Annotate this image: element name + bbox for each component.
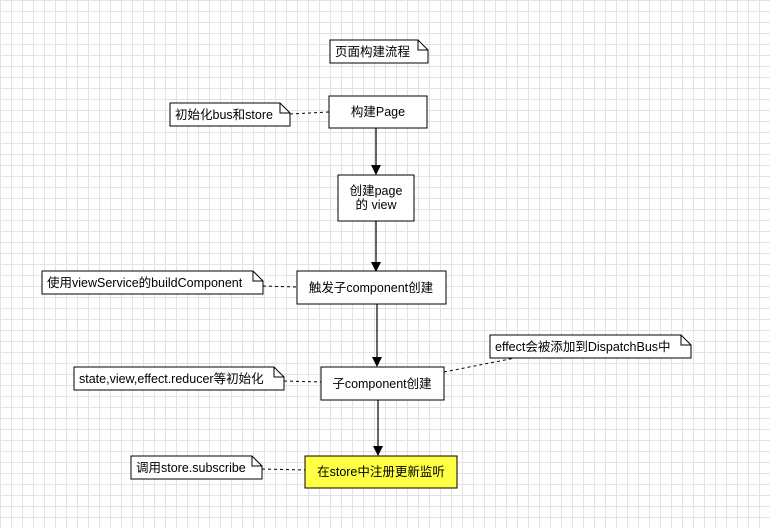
note-use-view-service: 使用viewService的buildComponent xyxy=(41,270,264,295)
note-init-bus-store-text: 初始化bus和store xyxy=(175,108,273,122)
node-register-listener: 在store中注册更新监听 xyxy=(304,455,458,489)
note-call-subscribe-text: 调用store.subscribe xyxy=(136,461,246,475)
note-link-init-state xyxy=(283,380,322,383)
node-build-page: 构建Page xyxy=(328,95,428,129)
note-init-state-text: state,view,effect.reducer等初始化 xyxy=(79,371,264,386)
note-link-init xyxy=(289,111,330,115)
node-create-view-label-line1: 创建page xyxy=(350,184,403,198)
note-link-effect xyxy=(443,357,516,373)
node-create-view: 创建page 的 view xyxy=(337,174,415,222)
node-child-create: 子component创建 xyxy=(320,366,445,401)
note-use-view-service-text: 使用viewService的buildComponent xyxy=(47,275,243,290)
note-call-subscribe: 调用store.subscribe xyxy=(130,455,263,480)
note-link-subscribe xyxy=(261,468,306,471)
node-trigger-child-label: 触发子component创建 xyxy=(309,280,434,295)
node-trigger-child: 触发子component创建 xyxy=(296,270,447,305)
note-link-view-service xyxy=(262,285,298,288)
note-init-state: state,view,effect.reducer等初始化 xyxy=(73,366,285,391)
node-create-view-label-line2: 的 view xyxy=(356,197,398,212)
node-build-page-label: 构建Page xyxy=(351,104,405,119)
node-register-listener-label: 在store中注册更新监听 xyxy=(317,464,445,479)
note-title: 页面构建流程 xyxy=(329,39,429,64)
note-title-text: 页面构建流程 xyxy=(335,44,411,59)
note-init-bus-store: 初始化bus和store xyxy=(169,102,291,127)
note-effect-dispatch-text: effect会被添加到DispatchBus中 xyxy=(495,339,671,354)
node-child-create-label: 子component创建 xyxy=(332,377,432,391)
note-effect-dispatch: effect会被添加到DispatchBus中 xyxy=(489,334,692,359)
